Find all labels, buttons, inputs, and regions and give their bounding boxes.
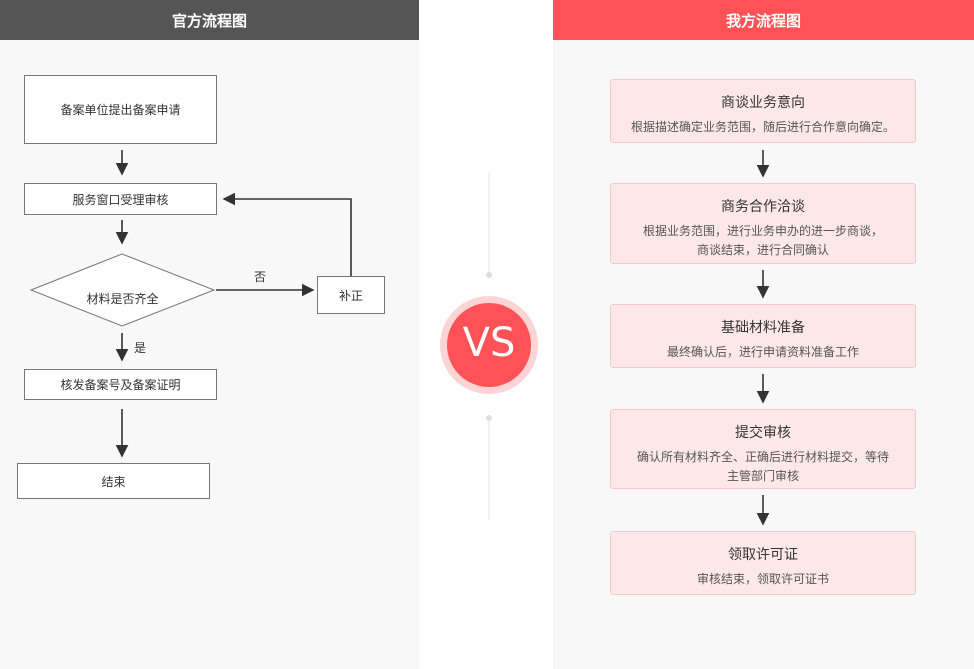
official-decision: 材料是否齐全 [86, 292, 159, 306]
vs-badge: VS [462, 320, 516, 366]
ours-header: 我方流程图 [553, 0, 974, 40]
step-title: 提交审核 [735, 425, 791, 441]
step-title: 领取许可证 [728, 547, 798, 563]
ours-step-3: 基础材料准备最终确认后，进行申请资料准备工作 [610, 304, 916, 368]
no-label: 否 [254, 270, 267, 284]
step-title: 基础材料准备 [721, 320, 805, 336]
official-step-4: 核发备案号及备案证明 [24, 369, 217, 400]
step-desc: 确认所有材料齐全、正确后进行材料提交，等待主管部门审核 [636, 450, 889, 483]
step-title: 商谈业务意向 [721, 95, 805, 111]
official-step-1: 备案单位提出备案申请 [24, 75, 217, 144]
step-desc: 最终确认后，进行申请资料准备工作 [666, 345, 859, 359]
ours-step-5: 领取许可证审核结束，领取许可证书 [610, 531, 916, 595]
yes-label: 是 [134, 341, 147, 355]
official-header: 官方流程图 [0, 0, 419, 40]
ours-step-1: 商谈业务意向根据描述确定业务范围，随后进行合作意向确定。 [610, 79, 916, 143]
step-desc: 根据描述确定业务范围，随后进行合作意向确定。 [631, 120, 896, 134]
official-end: 结束 [17, 463, 210, 499]
official-fix: 补正 [317, 276, 385, 314]
step-desc: 根据业务范围，进行业务申办的进一步商谈，商谈结束，进行合同确认 [642, 224, 883, 257]
step-desc: 审核结束，领取许可证书 [696, 572, 829, 586]
official-panel [0, 40, 419, 669]
ours-step-4: 提交审核确认所有材料齐全、正确后进行材料提交，等待主管部门审核 [610, 409, 916, 489]
official-step-2: 服务窗口受理审核 [24, 183, 217, 215]
step-title: 商务合作洽谈 [721, 199, 805, 215]
ours-step-2: 商务合作洽谈根据业务范围，进行业务申办的进一步商谈，商谈结束，进行合同确认 [610, 183, 916, 264]
